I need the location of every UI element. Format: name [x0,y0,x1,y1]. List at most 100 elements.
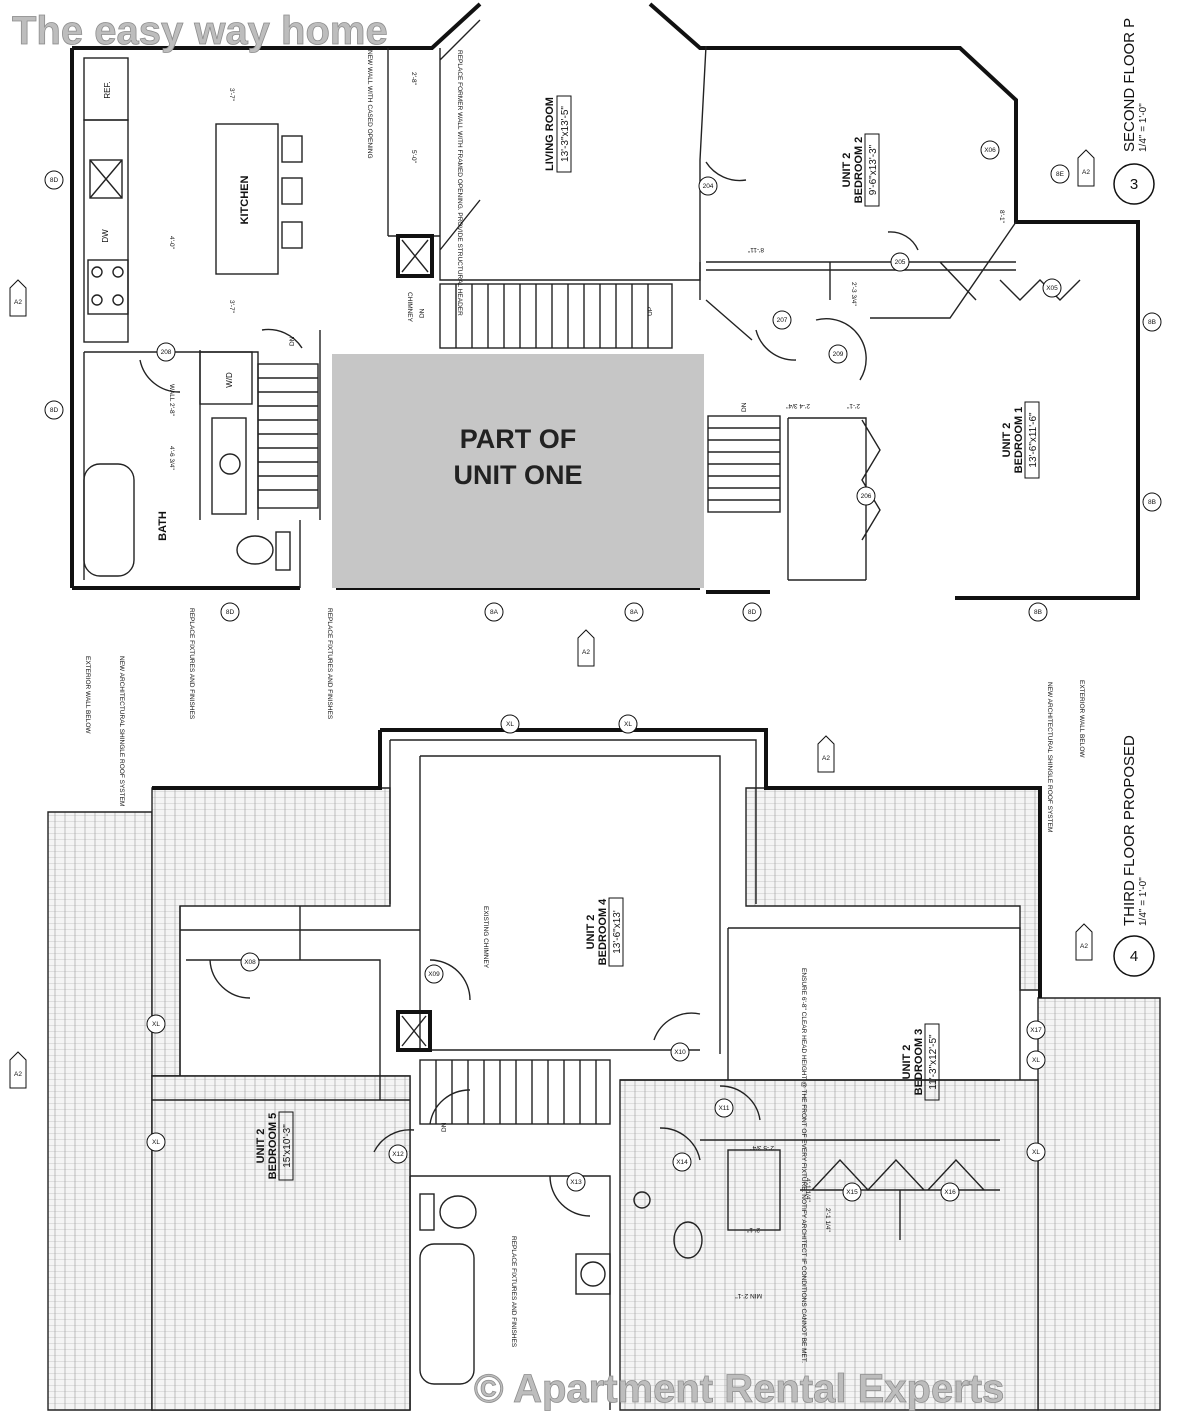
t-ref-tag-2: A2 [14,1071,22,1078]
third-floor-plan [47,728,1161,1411]
t-door-tag-5: X13 [570,1179,582,1186]
dim-5: WALL 2'-8" [168,384,175,417]
kitchen-label: KITCHEN [239,176,251,225]
sink [89,159,123,199]
door-tag-5: 206 [861,493,872,500]
toilet [236,535,274,565]
t-window-tag-4: XL [1032,1149,1040,1156]
drawing-number-4: 4 [1130,948,1138,965]
t-door-tag-9: X17 [1030,1027,1042,1034]
window-tag-3: 8D [748,609,757,616]
t-door-tag-1: X09 [428,971,440,978]
door-tag-7: X06 [984,147,996,154]
bedroom3-unit: UNIT 2 [901,1045,913,1080]
window-tag-4: 8E [1056,171,1065,178]
living-room-size: 13'-3"x13'-5" [560,106,571,162]
third-floor-interior [179,739,1021,1410]
t-dim-2: 4'-1 1/4" [804,1178,811,1202]
existing-chimney [396,1010,432,1052]
note-exterior-wall-left: EXTERIOR WALL BELOW [84,656,91,734]
note-new-wall: NEW WALL WITH CASED OPENING [366,50,373,159]
bedroom1-size: 13'-6"x11'-6" [1028,412,1039,468]
washer-dryer-label: W/D [225,372,234,388]
bathtub [83,463,135,577]
bedroom2-size: 9'-6"x13'-3" [868,144,879,195]
door-tag-0: 208 [161,349,172,356]
window-tag-1: 8D [50,407,59,414]
roof-right-upper [745,787,1041,991]
dim-9: 2'-4 3/4" [786,402,810,409]
door-tag-2: 205 [895,259,906,266]
kitchen-island [215,123,279,275]
stair-label-1: UP [647,307,654,316]
window-tag-2: 8D [226,609,235,616]
bedroom4-name: BEDROOM 4 [597,898,609,966]
stair-label-3: DN [419,308,426,318]
third-floor-outer-wall [152,728,1042,998]
t-window-tag-3: XL [152,1139,160,1146]
second-floor-title: SECOND FLOOR P [1121,18,1138,152]
chimney [396,234,434,278]
t-door-tag-8: X16 [944,1189,956,1196]
bedroom1-name: BEDROOM 1 [1013,407,1025,474]
washer-dryer [199,351,253,405]
door-tag-1: 204 [703,183,714,190]
kitchen-counter [83,119,129,343]
shared-unit-one-area: PART OF UNIT ONE [332,354,704,588]
dim-4: 5'-0" [410,150,417,164]
dim-0: 3'-7" [228,88,235,102]
t-door-tag-0: X08 [244,959,256,966]
bedroom5-unit: UNIT 2 [255,1129,267,1164]
window-tag-9: 8B [1034,609,1042,616]
unit-one-line1: PART OF [460,424,577,454]
roof-right [1037,997,1161,1411]
dim-2: 3'-7" [228,300,235,314]
second-floor-title-block: 3 SECOND FLOOR P 1/4" = 1'-0" [1113,18,1155,205]
bedroom3-size: 11'-3"x12'-5" [928,1034,939,1090]
window-tag-0: 8D [50,177,59,184]
t-door-tag-6: X14 [676,1159,688,1166]
note-roof-left: NEW ARCHITECTURAL SHINGLE ROOF SYSTEM [118,656,125,806]
second-floor-scale: 1/4" = 1'-0" [1138,103,1149,152]
dim-3: 2'-8" [410,72,417,86]
range [87,259,129,315]
drawing-number-3: 3 [1130,176,1138,193]
bedroom2-unit: UNIT 2 [841,153,853,188]
bedroom2-name: BEDROOM 2 [853,137,865,204]
dim-8: 2'-3 3/4" [850,282,857,306]
shower [727,1149,781,1231]
watermark-bottom: © Apartment Rental Experts [474,1367,1004,1411]
bedroom1-unit: UNIT 2 [1001,423,1013,458]
t-dim-4: MIN 2'-1" [735,1292,762,1299]
door-tag-3: 207 [777,317,788,324]
second-floor-tags: 208 204 205 207 209 206 X05 X06 8D 8D 8D… [9,140,1162,667]
t-window-tag-2: XL [152,1021,160,1028]
window-tag-8: 8B [1148,499,1156,506]
fridge-label: REF. [103,81,112,98]
note-replace-fixtures-2: REPLACE FIXTURES AND FINISHES [326,608,333,720]
third-floor-tags: X08 X09 X10 X11 X12 X13 X14 X15 X16 X17 … [9,714,1093,1202]
dim-10: 2'-1" [846,402,860,409]
bath-label: BATH [157,511,169,541]
t-stair-label-0: DN [441,1122,448,1132]
second-floor-labels: KITCHEN LIVING ROOM 13'-3"x13'-5" BATH U… [101,50,1040,720]
dim-1: 4'-0" [168,236,175,250]
window-tag-7: 8B [1148,319,1156,326]
third-floor-labels: UNIT 2 BEDROOM 4 13'-6"x13' UNIT 2 BEDRO… [84,656,1085,1363]
third-floor-tub [419,1243,475,1385]
roof-left [47,811,153,1411]
bedroom4-size: 13'-6"x13' [612,910,623,954]
dim-11: 8'-1" [998,210,1005,224]
t-window-tag-1: XL [624,721,632,728]
second-floor-plan [70,2,1140,600]
note-head-height: ENSURE 6'-8" CLEAR HEAD HEIGHT @ THE FRO… [800,968,807,1363]
third-floor-stairs [419,1059,611,1125]
living-room-walls [439,19,707,281]
note-replace-fixtures-1: REPLACE FIXTURES AND FINISHES [188,608,195,720]
third-floor-title-block: 4 THIRD FLOOR PROPOSED 1/4" = 1'-0" [1113,735,1155,977]
note-replace-fixtures-3: REPLACE FIXTURES AND FINISHES [510,1236,517,1348]
t-door-tag-4: X12 [392,1151,404,1158]
window-tag-5: 8A [490,609,499,616]
bedroom5-size: 15'x10'-3" [282,1124,293,1168]
door-tag-6: X05 [1046,285,1058,292]
